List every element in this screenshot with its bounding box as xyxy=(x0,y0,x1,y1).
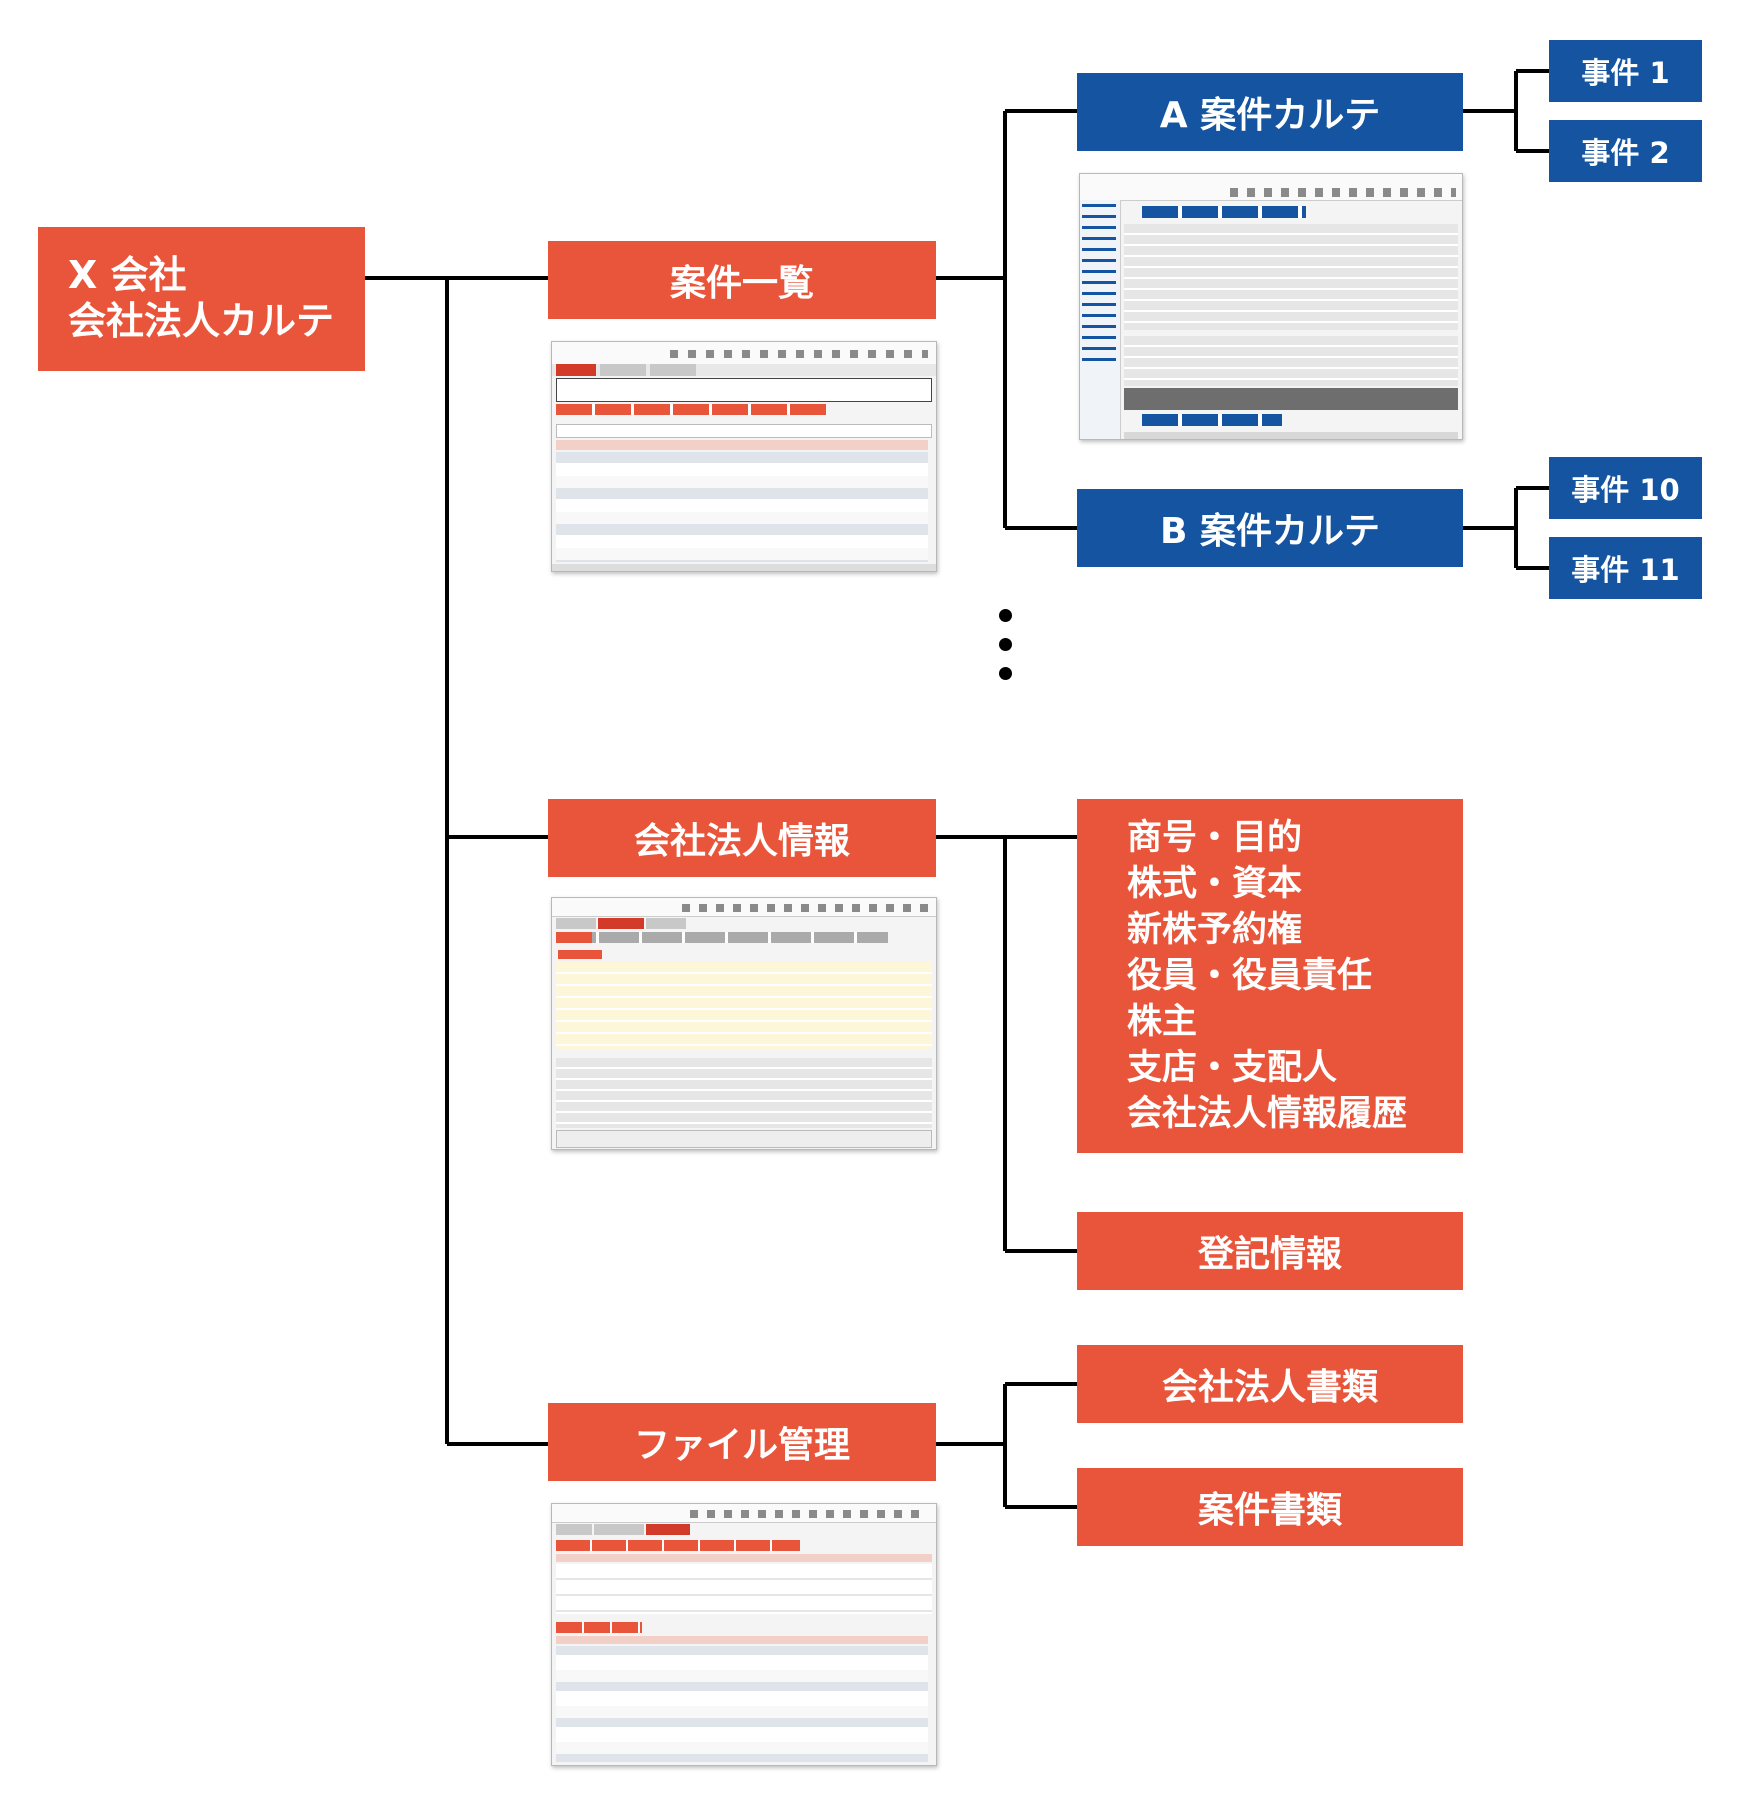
b-case-karte-box: B 案件カルテ xyxy=(1077,489,1463,567)
root-company-karte: X 会社 会社法人カルテ xyxy=(38,227,365,371)
case-docs-box: 案件書類 xyxy=(1077,1468,1463,1546)
corp-item-history: 会社法人情報履歴 xyxy=(1127,1094,1408,1134)
root-title-line2: 会社法人カルテ xyxy=(68,299,335,343)
case-1-box: 事件 1 xyxy=(1549,40,1702,102)
file-mgmt-screenshot xyxy=(551,1503,937,1766)
case-list-box: 案件一覧 xyxy=(548,241,936,319)
corp-info-items-box: 商号・目的 株式・資本 新株予約権 役員・役員責任 株主 支店・支配人 会社法人… xyxy=(1077,799,1463,1153)
corp-docs-box: 会社法人書類 xyxy=(1077,1345,1463,1423)
a-case-karte-box: A 案件カルテ xyxy=(1077,73,1463,151)
corp-item-shareholders: 株主 xyxy=(1127,1002,1198,1042)
corp-item-stock-capital: 株式・資本 xyxy=(1127,864,1303,904)
case-karte-screenshot xyxy=(1079,173,1463,440)
corp-item-branches: 支店・支配人 xyxy=(1127,1048,1338,1088)
corp-info-box: 会社法人情報 xyxy=(548,799,936,877)
case-10-box: 事件 10 xyxy=(1549,457,1702,519)
corp-item-name-purpose: 商号・目的 xyxy=(1127,818,1303,858)
corp-item-stock-options: 新株予約権 xyxy=(1127,910,1303,950)
case-list-screenshot xyxy=(551,341,937,572)
corp-info-screenshot xyxy=(551,897,937,1150)
case-2-box: 事件 2 xyxy=(1549,120,1702,182)
registry-info-box: 登記情報 xyxy=(1077,1212,1463,1290)
file-mgmt-box: ファイル管理 xyxy=(548,1403,936,1481)
root-title-line1: X 会社 xyxy=(68,253,187,298)
case-11-box: 事件 11 xyxy=(1549,537,1702,599)
corp-item-officers: 役員・役員責任 xyxy=(1127,956,1373,996)
